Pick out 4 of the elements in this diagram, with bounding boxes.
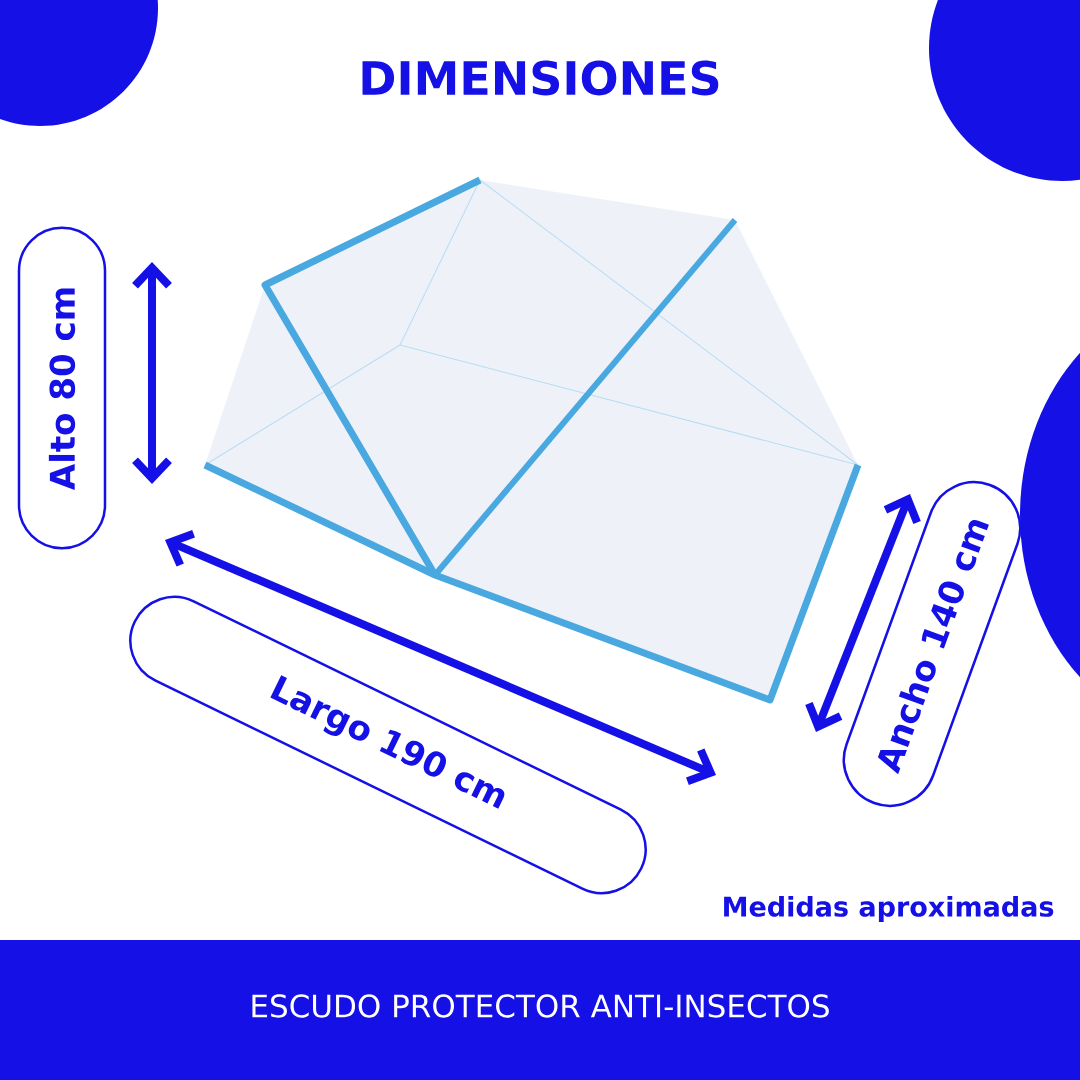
title: DIMENSIONES: [362, 60, 719, 96]
dimension-pill: Alto 80 cm: [17, 226, 107, 550]
note-text: Medidas aproximadas: [724, 895, 1054, 923]
footer-band: ESCUDO PROTECTOR ANTI-INSECTOS: [0, 940, 1080, 1080]
